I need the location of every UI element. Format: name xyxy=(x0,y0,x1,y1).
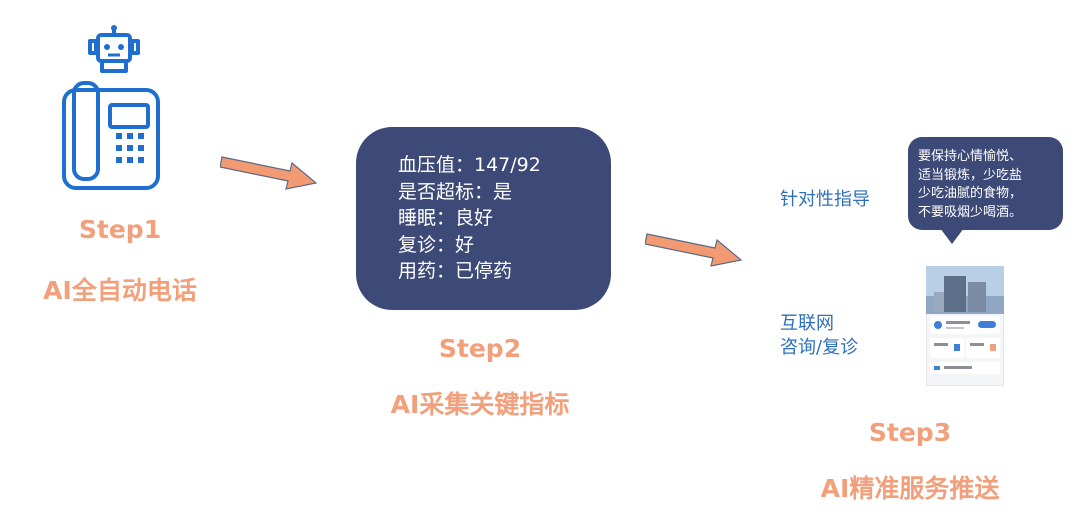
indicator-line: 是否超标：是 xyxy=(398,180,513,203)
advice-text: 要保持心情愉悦、 适当锻炼，少吃盐 少吃油腻的食物， 不要吸烟少喝酒。 xyxy=(918,148,1058,222)
robot-phone-icon xyxy=(62,25,160,190)
arrow-right-icon xyxy=(645,233,743,267)
indicator-line: 睡眠：良好 xyxy=(398,207,494,229)
step1-subtitle: AI全自动电话 xyxy=(43,276,197,305)
step2-title: Step2 xyxy=(438,334,522,363)
guidance-label: 针对性指导 xyxy=(780,189,870,210)
step3-subtitle: AI精准服务推送 xyxy=(820,474,1000,503)
step3-title: Step3 xyxy=(868,418,952,447)
indicator-line: 复诊：好 xyxy=(398,233,475,256)
internet-label-line: 互联网 xyxy=(780,313,834,334)
indicator-line: 血压值：147/92 xyxy=(398,154,541,176)
internet-label: 互联网 咨询/复诊 xyxy=(780,312,858,360)
advice-line: 少吃油腻的食物， xyxy=(918,186,1023,201)
advice-bubble xyxy=(908,137,1063,230)
advice-line: 要保持心情愉悦、 xyxy=(918,149,1023,164)
step1-title: Step1 xyxy=(78,215,162,244)
indicator-list: 血压值：147/92 是否超标：是 睡眠：良好 复诊：好 用药：已停药 xyxy=(398,152,541,285)
indicator-card xyxy=(356,127,611,310)
arrow-right-icon xyxy=(220,156,318,190)
step2-subtitle: AI采集关键指标 xyxy=(390,390,570,419)
advice-line: 不要吸烟少喝酒。 xyxy=(918,204,1023,220)
bubble-tail xyxy=(940,228,964,244)
advice-line: 适当锻炼，少吃盐 xyxy=(918,167,1023,183)
app-screenshot-thumbnail xyxy=(926,266,1004,386)
internet-label-line: 咨询/复诊 xyxy=(780,337,859,358)
indicator-line: 用药：已停药 xyxy=(398,260,513,282)
